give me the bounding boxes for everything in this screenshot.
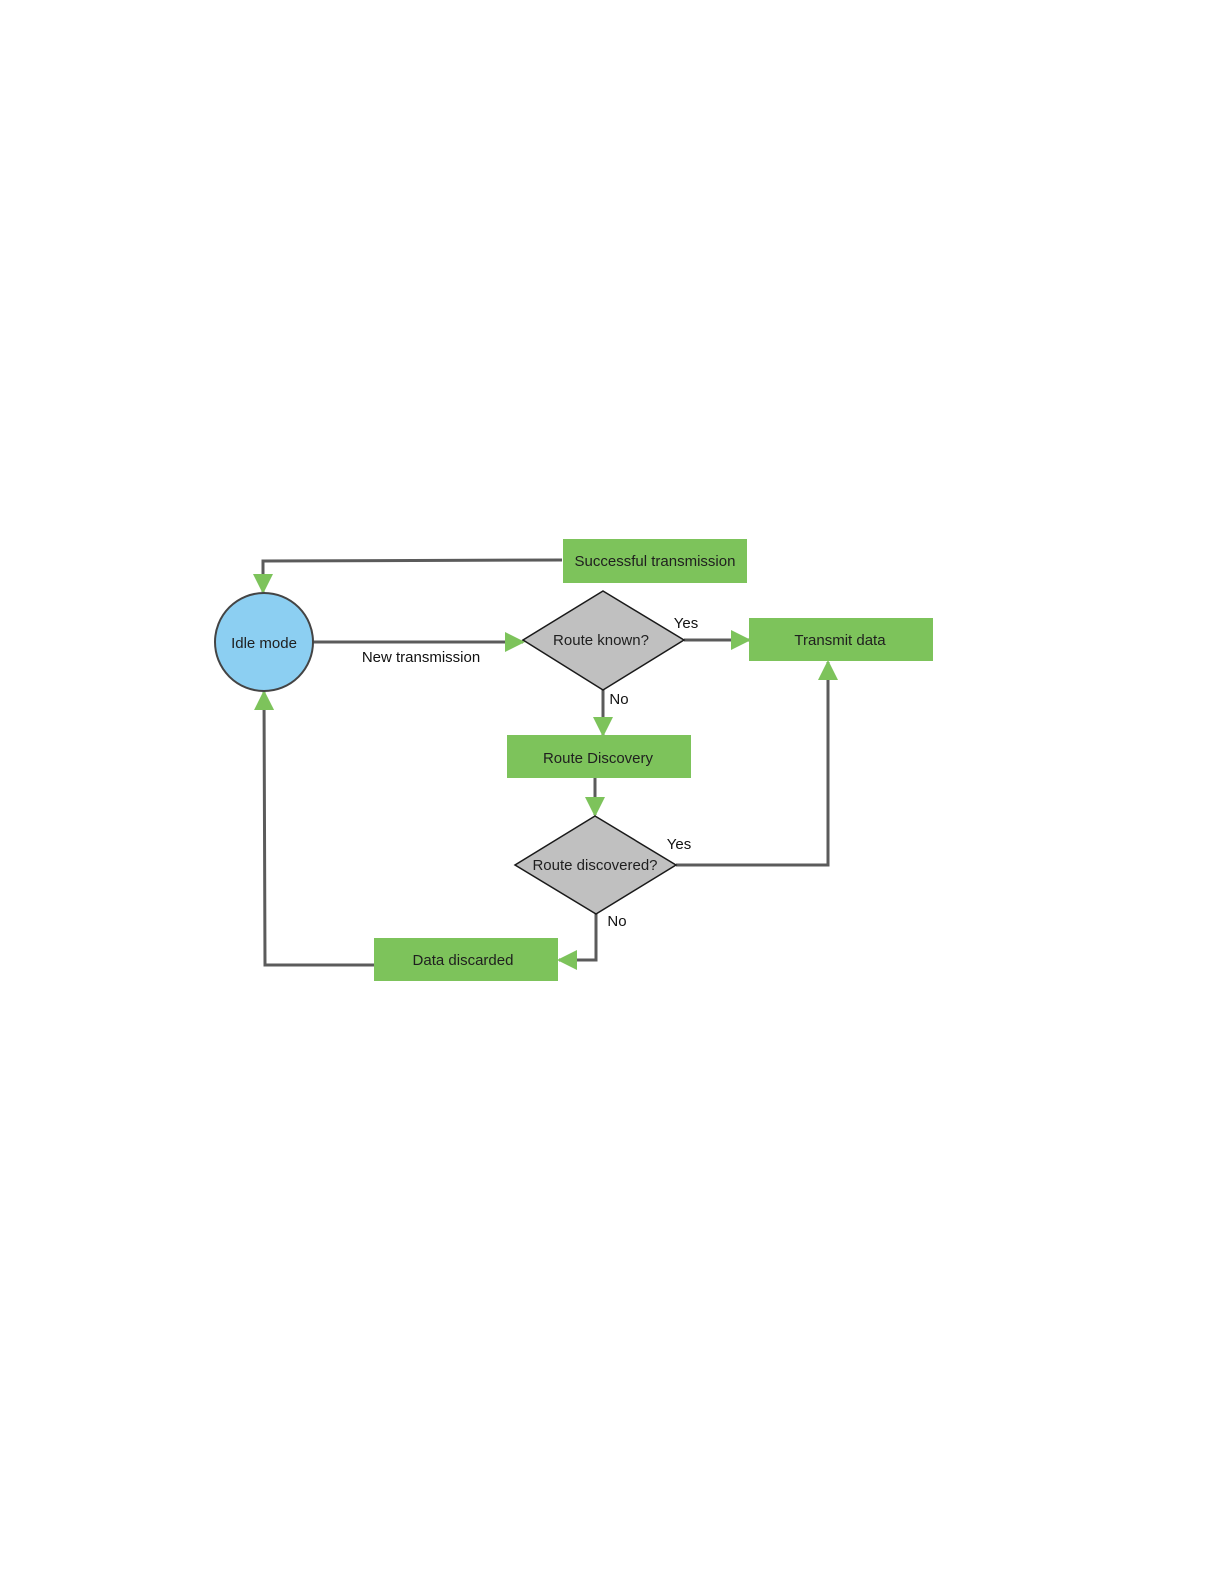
edge-label-discovered-no: No (607, 913, 626, 930)
label-idle-mode: Idle mode (231, 635, 297, 652)
label-transmit-data: Transmit data (794, 632, 886, 649)
edge-discovered-no (559, 914, 596, 960)
edge-label-discovered-yes: Yes (667, 836, 691, 853)
edge-discovered-yes (676, 662, 828, 865)
edge-label-known-yes: Yes (674, 615, 698, 632)
label-data-discarded: Data discarded (413, 952, 514, 969)
edge-discarded-to-idle (264, 692, 374, 965)
label-successful-transmission: Successful transmission (575, 553, 736, 570)
label-route-discovery: Route Discovery (543, 750, 654, 767)
nodes: Successful transmission Idle mode Route … (215, 539, 933, 981)
edge-label-new-transmission: New transmission (362, 649, 480, 666)
edge-label-known-no: No (609, 691, 628, 708)
label-route-discovered: Route discovered? (532, 857, 657, 874)
edge-success-to-idle (263, 560, 562, 592)
label-route-known: Route known? (553, 632, 649, 649)
